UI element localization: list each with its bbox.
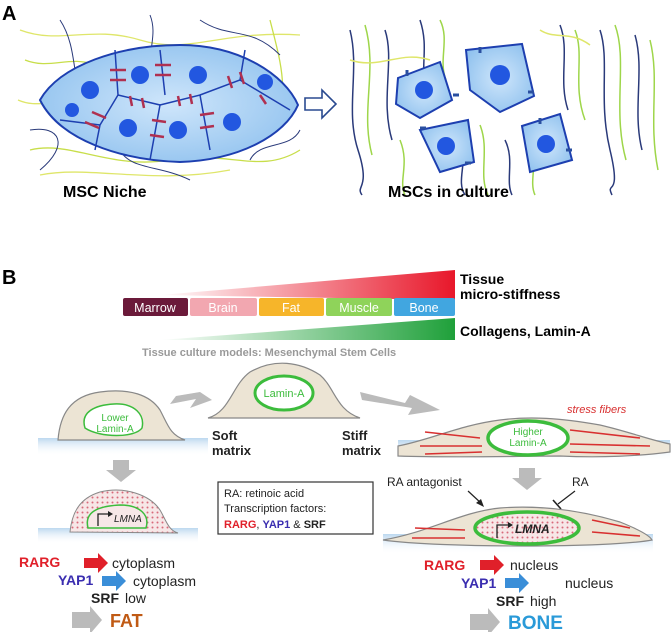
left-rarg-location: cytoplasm: [112, 555, 175, 571]
stress-fiber-lines: [420, 429, 651, 455]
tissue-label-marrow: Marrow: [134, 301, 177, 315]
fate-fat: FAT: [110, 611, 143, 631]
right-rarg: RARG: [424, 557, 465, 573]
collagen-gradient-wedge: [160, 318, 455, 340]
niche-junctions: [84, 63, 268, 139]
tissue-label-fat: Fat: [282, 301, 301, 315]
tissue-box-muscle: [326, 298, 392, 316]
tissue-box-bone: [394, 298, 455, 316]
niche-cell-borders: [59, 49, 291, 161]
msc-niche-label: MSC Niche: [63, 184, 147, 201]
left-srf: SRF: [91, 590, 119, 606]
tissue-box-marrow: [123, 298, 188, 316]
lmna-gene-marker-left: [97, 513, 110, 526]
culture-adhesions: [405, 47, 572, 165]
soft-nucleus-label-2: Lamin-A: [96, 424, 134, 435]
arrow-to-soft: [170, 392, 212, 408]
msc-culture-label: MSCs in culture: [388, 184, 509, 201]
right-yap1: YAP1: [461, 575, 497, 591]
stiff-nucleus-label-2: Lamin-A: [509, 438, 547, 449]
lmna-gene-marker-right: [496, 524, 510, 538]
arrow-stiff-down: [512, 468, 542, 490]
fate-bone: BONE: [508, 613, 563, 632]
stress-fibers-label: stress fibers: [567, 404, 627, 416]
legend-separator-2: &: [290, 519, 303, 531]
top-nucleus-lamin: [253, 374, 315, 412]
panel-a-letter: A: [2, 3, 16, 25]
lmna-label-right: LMNA: [515, 522, 550, 536]
stiffness-gradient-wedge: [160, 270, 455, 300]
stiff-nucleus-label-1: Higher: [513, 427, 543, 438]
soft-matrix-label-1: Soft: [212, 428, 238, 443]
culture-nuclei: [415, 65, 555, 155]
tissue-stiffness-label-2: micro-stiffness: [460, 286, 561, 302]
legend-box: [217, 481, 374, 535]
lmna-label-left: LMNA: [114, 514, 142, 525]
legend-separator-1: ,: [256, 519, 262, 531]
bone-arrow: [470, 608, 500, 632]
stiff-nucleus-lamin: [486, 419, 570, 457]
tissue-stiffness-label-1: Tissue: [460, 271, 504, 287]
arrow-soft-down: [106, 460, 136, 482]
ra-label: RA: [572, 475, 589, 489]
soft-matrix: [38, 438, 208, 456]
legend-line-2: Transcription factors:: [224, 503, 326, 515]
legend-line-3: RARG, YAP1 & SRF: [224, 519, 326, 531]
fat-arrow: [72, 606, 102, 632]
culture-models-label: Tissue culture models: Mesenchymal Stem …: [142, 347, 396, 359]
left-srf-level: low: [125, 590, 147, 606]
legend-rarg: RARG: [224, 519, 256, 531]
left-rarg: RARG: [19, 554, 60, 570]
ra-antagonist-label: RA antagonist: [387, 475, 462, 489]
soft-matrix-label-2: matrix: [212, 443, 252, 458]
left-yap1-location: cytoplasm: [133, 573, 196, 589]
ra-antagonist-arrowhead: [476, 499, 484, 507]
right-srf-level: high: [530, 593, 556, 609]
stiff-matrix-label-2: matrix: [342, 443, 382, 458]
tissue-label-muscle: Muscle: [339, 301, 379, 315]
collagen-lamin-label: Collagens, Lamin-A: [460, 323, 591, 339]
niche-nuclei: [65, 66, 273, 139]
soft-nucleus-label-1: Lower: [101, 413, 129, 424]
legend-line-1: RA: retinoic acid: [224, 488, 304, 500]
left-yap1-arrow: [102, 571, 126, 591]
arrow-to-stiff: [360, 392, 440, 415]
right-rarg-location: nucleus: [510, 557, 558, 573]
tissue-scale: Marrow Brain Fat Muscle Bone: [123, 298, 455, 316]
tissue-box-brain: [190, 298, 257, 316]
ra-inhibit-line: [557, 490, 576, 505]
tissue-label-brain: Brain: [208, 301, 237, 315]
right-rarg-arrow: [480, 555, 504, 575]
left-rarg-arrow: [84, 553, 108, 573]
right-yap1-location: nucleus: [565, 575, 613, 591]
panel-b-letter: B: [2, 267, 16, 289]
top-nucleus-label: Lamin-A: [264, 388, 306, 400]
stiff-closeup-fibers: [412, 519, 641, 539]
soft-closeup-nucleus: [86, 504, 148, 529]
left-yap1: YAP1: [58, 572, 94, 588]
tissue-label-bone: Bone: [409, 301, 438, 315]
ra-inhibit-bar: [552, 499, 562, 510]
soft-nucleus-lamin: [83, 403, 144, 437]
lmna-gene-arrow-right: [508, 522, 513, 528]
tissue-box-fat: [259, 298, 324, 316]
legend-srf: SRF: [304, 519, 326, 531]
stiff-closeup-nucleus: [473, 510, 581, 546]
lmna-gene-arrow-left: [108, 511, 113, 517]
right-srf: SRF: [496, 593, 524, 609]
transition-arrow: [304, 88, 338, 120]
stiff-matrix-label-1: Stiff: [342, 428, 368, 443]
legend-yap1: YAP1: [263, 519, 291, 531]
right-yap1-arrow: [505, 573, 529, 593]
culture-fibers: [349, 19, 659, 196]
